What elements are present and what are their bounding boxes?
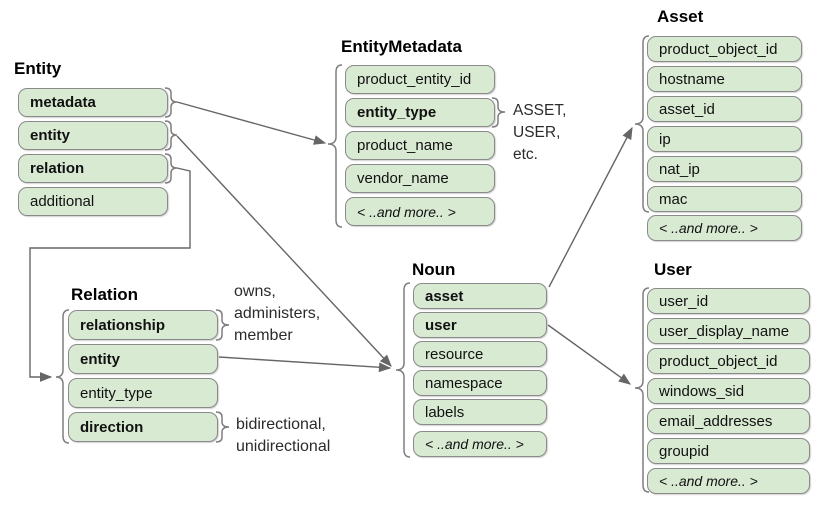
entity-row-additional: additional bbox=[18, 187, 168, 216]
relationship-row-brace bbox=[215, 309, 230, 341]
user-row-groupid: groupid bbox=[647, 438, 810, 464]
user-row-product-object-id: product_object_id bbox=[647, 348, 810, 374]
relation-row-entity-type: entity_type bbox=[68, 378, 218, 408]
annotation-line: member bbox=[234, 327, 293, 344]
user-row-windows-sid: windows_sid bbox=[647, 378, 810, 404]
noun-row-user: user bbox=[413, 312, 547, 338]
asset-row-asset-id: asset_id bbox=[647, 96, 802, 122]
asset-left-brace bbox=[634, 35, 650, 213]
direction-values-annotation: bidirectional, unidirectional bbox=[236, 414, 330, 458]
noun-row-asset: asset bbox=[413, 283, 547, 309]
entitymetadata-row-entity-type: entity_type bbox=[345, 98, 495, 127]
user-row-email-addresses: email_addresses bbox=[647, 408, 810, 434]
noun-title: Noun bbox=[412, 260, 456, 279]
arrow-entity-to-noun bbox=[176, 135, 392, 367]
annotation-line: bidirectional, bbox=[236, 416, 326, 433]
entity-type-row-brace bbox=[491, 97, 506, 128]
noun-row-namespace: namespace bbox=[413, 370, 547, 396]
entity-row-relation: relation bbox=[18, 154, 168, 183]
entity-row-metadata: metadata bbox=[18, 88, 168, 117]
entity-title: Entity bbox=[14, 59, 62, 78]
relation-title: Relation bbox=[71, 285, 139, 304]
entity-type-values-annotation: ASSET, USER, etc. bbox=[513, 100, 566, 166]
relation-row-entity: entity bbox=[68, 344, 218, 374]
arrow-relation-entity-to-noun bbox=[218, 356, 392, 373]
noun-row-and-more: < ..and more.. > bbox=[413, 431, 547, 457]
entitymetadata-row-product-entity-id: product_entity_id bbox=[345, 65, 495, 94]
arrow-metadata-to-entitymetadata bbox=[176, 101, 327, 145]
entity-row-entity: entity bbox=[18, 121, 168, 150]
user-title: User bbox=[654, 260, 692, 279]
annotation-line: etc. bbox=[513, 146, 538, 163]
entitymetadata-row-product-name: product_name bbox=[345, 131, 495, 160]
user-row-user-id: user_id bbox=[647, 288, 810, 314]
annotation-line: owns, bbox=[234, 283, 276, 300]
user-row-and-more: < ..and more.. > bbox=[647, 468, 810, 494]
direction-row-brace bbox=[215, 411, 230, 443]
relationship-values-annotation: owns, administers, member bbox=[234, 281, 320, 347]
relation-row-relationship: relationship bbox=[68, 310, 218, 340]
user-row-user-display-name: user_display_name bbox=[647, 318, 810, 344]
asset-title: Asset bbox=[657, 7, 704, 26]
asset-row-hostname: hostname bbox=[647, 66, 802, 92]
arrow-noun-user-to-user bbox=[547, 324, 631, 385]
noun-left-brace bbox=[395, 282, 411, 458]
noun-row-labels: labels bbox=[413, 399, 547, 425]
annotation-line: USER, bbox=[513, 124, 561, 141]
asset-row-and-more: < ..and more.. > bbox=[647, 215, 802, 241]
entity-entity-row-brace bbox=[164, 120, 178, 151]
asset-row-nat-ip: nat_ip bbox=[647, 156, 802, 182]
relation-left-brace bbox=[55, 309, 70, 444]
annotation-line: administers, bbox=[234, 305, 321, 322]
arrow-relation-to-relation-box bbox=[29, 167, 191, 382]
annotation-line: ASSET, bbox=[513, 102, 567, 119]
entitymetadata-left-brace bbox=[327, 64, 343, 228]
noun-row-resource: resource bbox=[413, 341, 547, 367]
asset-row-mac: mac bbox=[647, 186, 802, 212]
relation-row-direction: direction bbox=[68, 412, 218, 442]
arrow-noun-asset-to-asset bbox=[548, 126, 633, 288]
asset-row-product-object-id: product_object_id bbox=[647, 36, 802, 62]
annotation-line: unidirectional bbox=[236, 438, 331, 455]
entitymetadata-row-vendor-name: vendor_name bbox=[345, 164, 495, 193]
asset-row-ip: ip bbox=[647, 126, 802, 152]
user-left-brace bbox=[634, 287, 650, 493]
entitymetadata-row-and-more: < ..and more.. > bbox=[345, 197, 495, 226]
entitymetadata-title: EntityMetadata bbox=[341, 37, 462, 56]
